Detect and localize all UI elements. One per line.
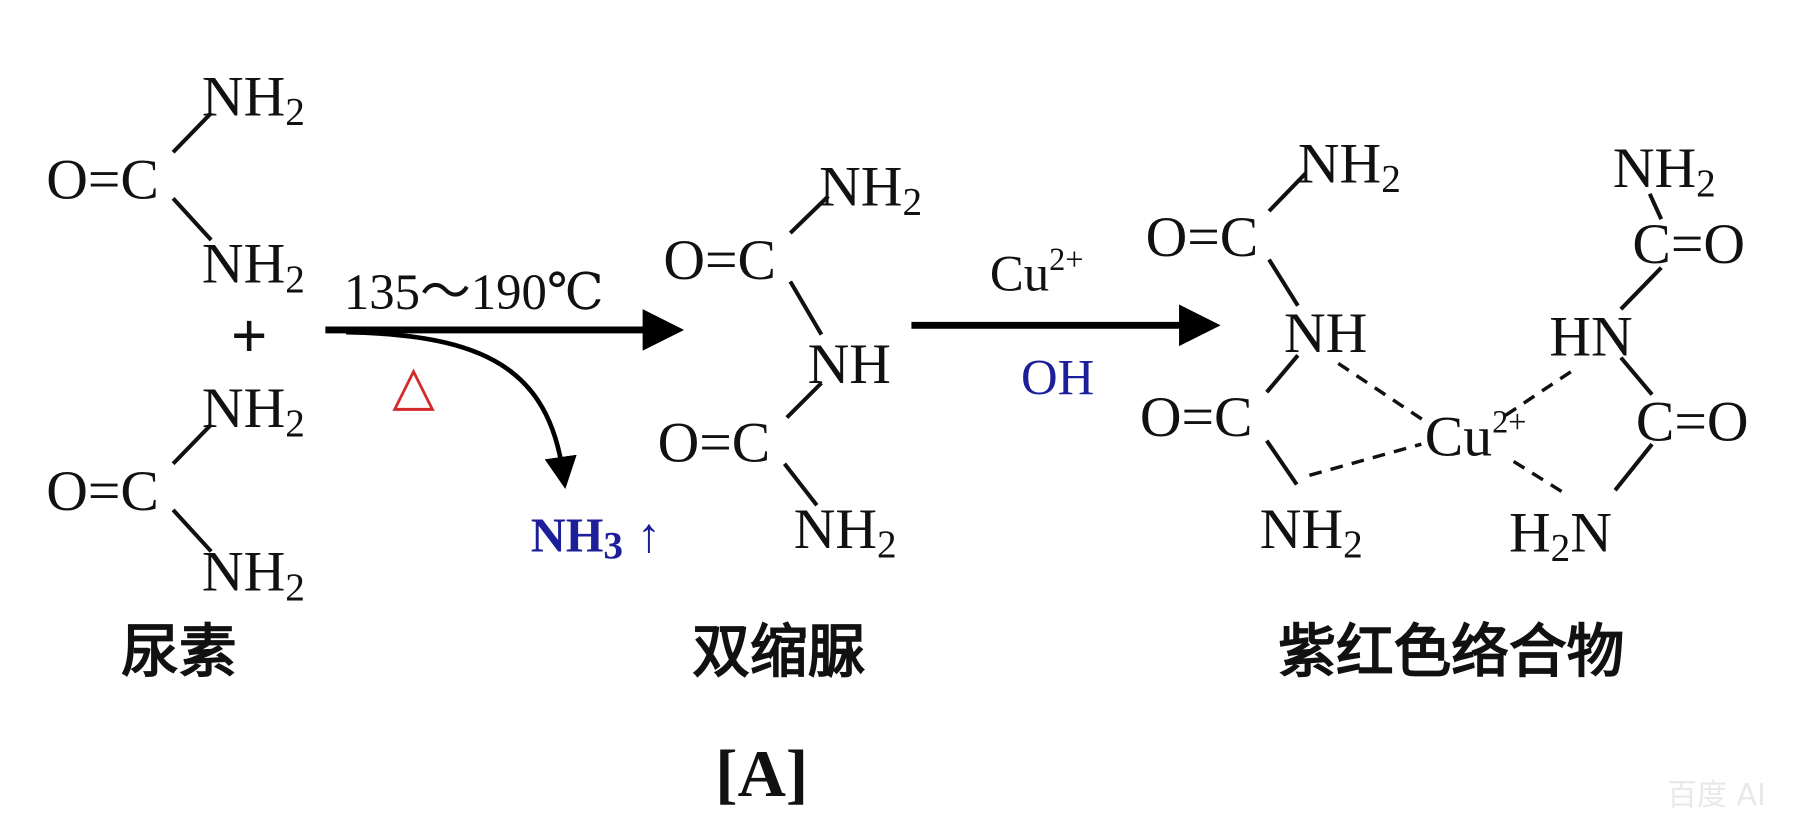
svg-text:NH2: NH2	[202, 65, 305, 133]
svg-text:NH2: NH2	[202, 541, 305, 609]
svg-text:NH2: NH2	[819, 155, 922, 223]
copper-reagent: Cu2+	[990, 241, 1084, 302]
figure-label: [A]	[715, 737, 808, 811]
svg-text:HN: HN	[1549, 305, 1632, 368]
svg-text:O=C: O=C	[1140, 386, 1253, 449]
svg-text:C=O: C=O	[1636, 391, 1749, 454]
svg-text:NH2: NH2	[1613, 137, 1716, 205]
svg-text:O=C: O=C	[1146, 206, 1259, 269]
urea-label: 尿素	[121, 617, 236, 685]
urea-molecule-1: NH2 O=C NH2	[46, 65, 305, 301]
plus-sign: +	[231, 300, 268, 372]
svg-text:NH2: NH2	[1260, 498, 1363, 566]
svg-text:NH2: NH2	[202, 377, 305, 445]
copper-biuret-complex: NH2 O=C NH O=C NH2 Cu2+ NH2 C=O HN C=O H…	[1140, 132, 1749, 569]
svg-text:NH2: NH2	[202, 233, 305, 301]
svg-text:H2N: H2N	[1509, 501, 1612, 569]
biuret-molecule: NH2 O=C NH O=C NH2	[658, 155, 922, 566]
svg-text:O=C: O=C	[46, 460, 159, 523]
heat-symbol: △	[392, 354, 435, 418]
svg-text:NH2: NH2	[794, 498, 897, 566]
svg-text:O=C: O=C	[46, 148, 159, 211]
complex-label: 紫红色络合物	[1278, 617, 1624, 685]
svg-text:NH2: NH2	[1298, 132, 1401, 200]
urea-molecule-2: NH2 O=C NH2	[46, 377, 305, 609]
biuret-label: 双缩脲	[692, 617, 865, 685]
byproduct-arrow	[346, 329, 577, 489]
svg-text:O=C: O=C	[663, 229, 776, 292]
svg-text:C=O: C=O	[1632, 213, 1745, 276]
svg-text:Cu2+: Cu2+	[1425, 404, 1527, 469]
watermark: 百度 AI	[1667, 778, 1766, 813]
svg-text:O=C: O=C	[658, 411, 771, 474]
svg-text:NH: NH	[1284, 302, 1367, 365]
hydroxide-condition: OH	[1021, 350, 1094, 406]
temperature-condition: 135～190℃	[344, 264, 604, 320]
ammonia-byproduct: NH3↑	[531, 509, 661, 567]
